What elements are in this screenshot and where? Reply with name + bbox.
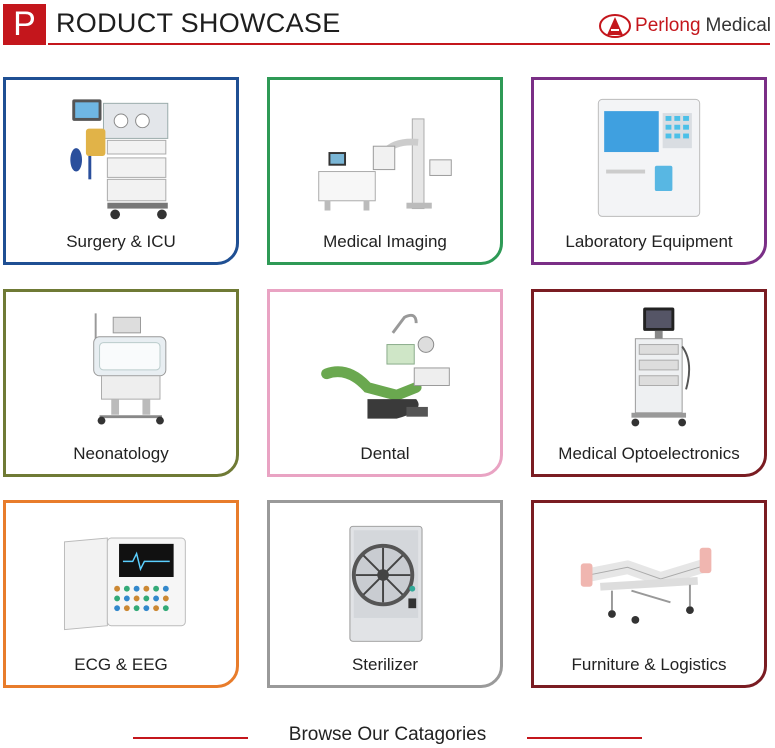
perlong-logo-icon (599, 14, 632, 38)
category-card-surgery-icu[interactable]: Surgery & ICU (3, 77, 239, 265)
brand-name-dark: Medical (705, 15, 771, 36)
category-card-medical-optoelectronics[interactable]: Medical Optoelectronics (531, 289, 767, 477)
category-label: Medical Imaging (323, 232, 447, 251)
analyzer-icon (534, 80, 764, 228)
brand-logo[interactable]: Perlong Medical (598, 13, 771, 39)
category-card-furniture-logistics[interactable]: Furniture & Logistics (531, 500, 767, 688)
category-label: Medical Optoelectronics (558, 444, 740, 463)
category-label: Surgery & ICU (66, 232, 176, 251)
xray-machine-icon (270, 80, 500, 228)
footer-divider-left (133, 737, 248, 739)
page-header: P RODUCT SHOWCASE Perlong Medical (0, 0, 775, 48)
footer-divider-right (527, 737, 642, 739)
category-label: Neonatology (73, 444, 169, 463)
category-label: ECG & EEG (74, 655, 168, 674)
dental-chair-icon (270, 292, 500, 440)
autoclave-icon (270, 503, 500, 651)
category-card-ecg-eeg[interactable]: ECG & EEG (3, 500, 239, 688)
category-card-medical-imaging[interactable]: Medical Imaging (267, 77, 503, 265)
logo-letter-box: P (3, 4, 46, 45)
category-label: Sterilizer (351, 655, 419, 674)
category-label: Laboratory Equipment (565, 232, 733, 251)
header-divider (48, 43, 770, 45)
endoscopy-tower-icon (534, 292, 764, 440)
category-card-neonatology[interactable]: Neonatology (3, 289, 239, 477)
category-card-dental[interactable]: Dental (267, 289, 503, 477)
hospital-bed-icon (534, 503, 764, 651)
page-title: RODUCT SHOWCASE (56, 8, 341, 38)
anesthesia-machine-icon (6, 80, 236, 228)
brand-name-red: Perlong (635, 15, 701, 36)
infant-incubator-icon (6, 292, 236, 440)
browse-categories-heading[interactable]: Browse Our Catagories (288, 724, 487, 745)
category-card-laboratory-equipment[interactable]: Laboratory Equipment (531, 77, 767, 265)
category-label: Furniture & Logistics (571, 655, 727, 674)
ecg-machine-icon (6, 503, 236, 651)
category-card-sterilizer[interactable]: Sterilizer (267, 500, 503, 688)
category-label: Dental (360, 444, 410, 463)
